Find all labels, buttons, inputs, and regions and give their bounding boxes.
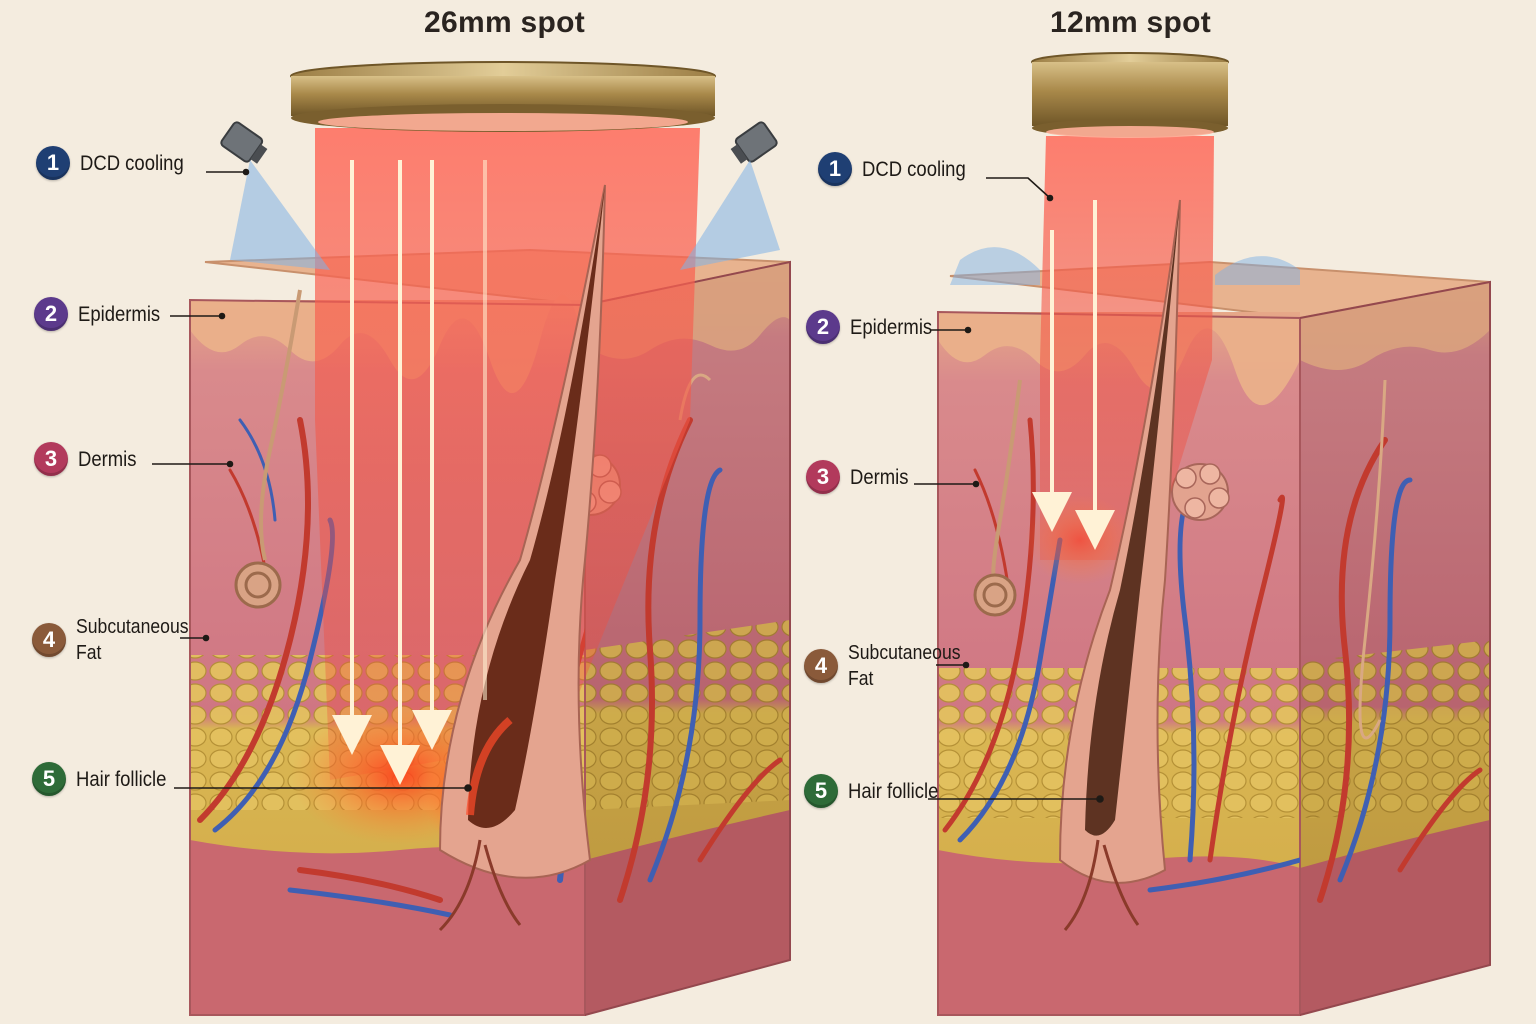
label-text: DCD cooling (80, 151, 184, 175)
right-hair (1058, 199, 1181, 931)
right-label-subcutaneous-fat: 4 Subcutaneous Fat (804, 640, 978, 692)
step-badge: 5 (32, 762, 66, 796)
step-badge: 3 (34, 442, 68, 476)
nozzle-icon (730, 121, 778, 164)
right-beam-arrows (1032, 200, 1115, 550)
right-laser-head (1031, 52, 1229, 138)
left-label-subcutaneous-fat: 4 Subcutaneous Fat (32, 614, 206, 666)
left-label-hair-follicle: 5 Hair follicle (32, 762, 179, 796)
right-label-dermis: 3 Dermis (806, 460, 917, 494)
right-label-dcd-cooling: 1 DCD cooling (818, 152, 980, 186)
left-dcd-cooling (220, 121, 780, 270)
right-dcd-cooling (950, 247, 1300, 285)
left-label-dcd-cooling: 1 DCD cooling (36, 146, 198, 180)
left-label-dermis: 3 Dermis (34, 442, 145, 476)
left-laser-head (290, 61, 716, 132)
step-badge: 2 (806, 310, 840, 344)
label-text: Epidermis (78, 302, 161, 326)
right-panel-title: 12mm spot (1050, 6, 1212, 39)
step-badge: 4 (804, 649, 838, 683)
left-beam-arrows (332, 160, 487, 785)
left-panel-title: 26mm spot (424, 6, 586, 39)
step-badge: 5 (804, 774, 838, 808)
sweat-gland (234, 289, 302, 609)
left-leader-lines (152, 168, 472, 792)
right-label-hair-follicle: 5 Hair follicle (804, 774, 951, 808)
right-label-epidermis: 2 Epidermis (806, 310, 943, 344)
right-skin-block (937, 260, 1491, 1016)
label-text: DCD cooling (862, 157, 966, 181)
label-text: Hair follicle (848, 779, 939, 803)
nozzle-icon (220, 121, 268, 164)
label-text: Subcutaneous Fat (848, 642, 961, 690)
label-text: Epidermis (850, 315, 933, 339)
label-text: Hair follicle (76, 767, 167, 791)
step-badge: 2 (34, 297, 68, 331)
label-text: Dermis (78, 447, 137, 471)
right-leader-lines (914, 177, 1104, 803)
step-badge: 4 (32, 623, 66, 657)
step-badge: 1 (818, 152, 852, 186)
label-text: Dermis (850, 465, 909, 489)
left-label-epidermis: 2 Epidermis (34, 297, 171, 331)
step-badge: 1 (36, 146, 70, 180)
sebaceous-gland (1171, 463, 1230, 521)
sweat-gland (973, 379, 1022, 617)
step-badge: 3 (806, 460, 840, 494)
label-text: Subcutaneous Fat (76, 616, 189, 664)
left-hair (438, 184, 606, 932)
